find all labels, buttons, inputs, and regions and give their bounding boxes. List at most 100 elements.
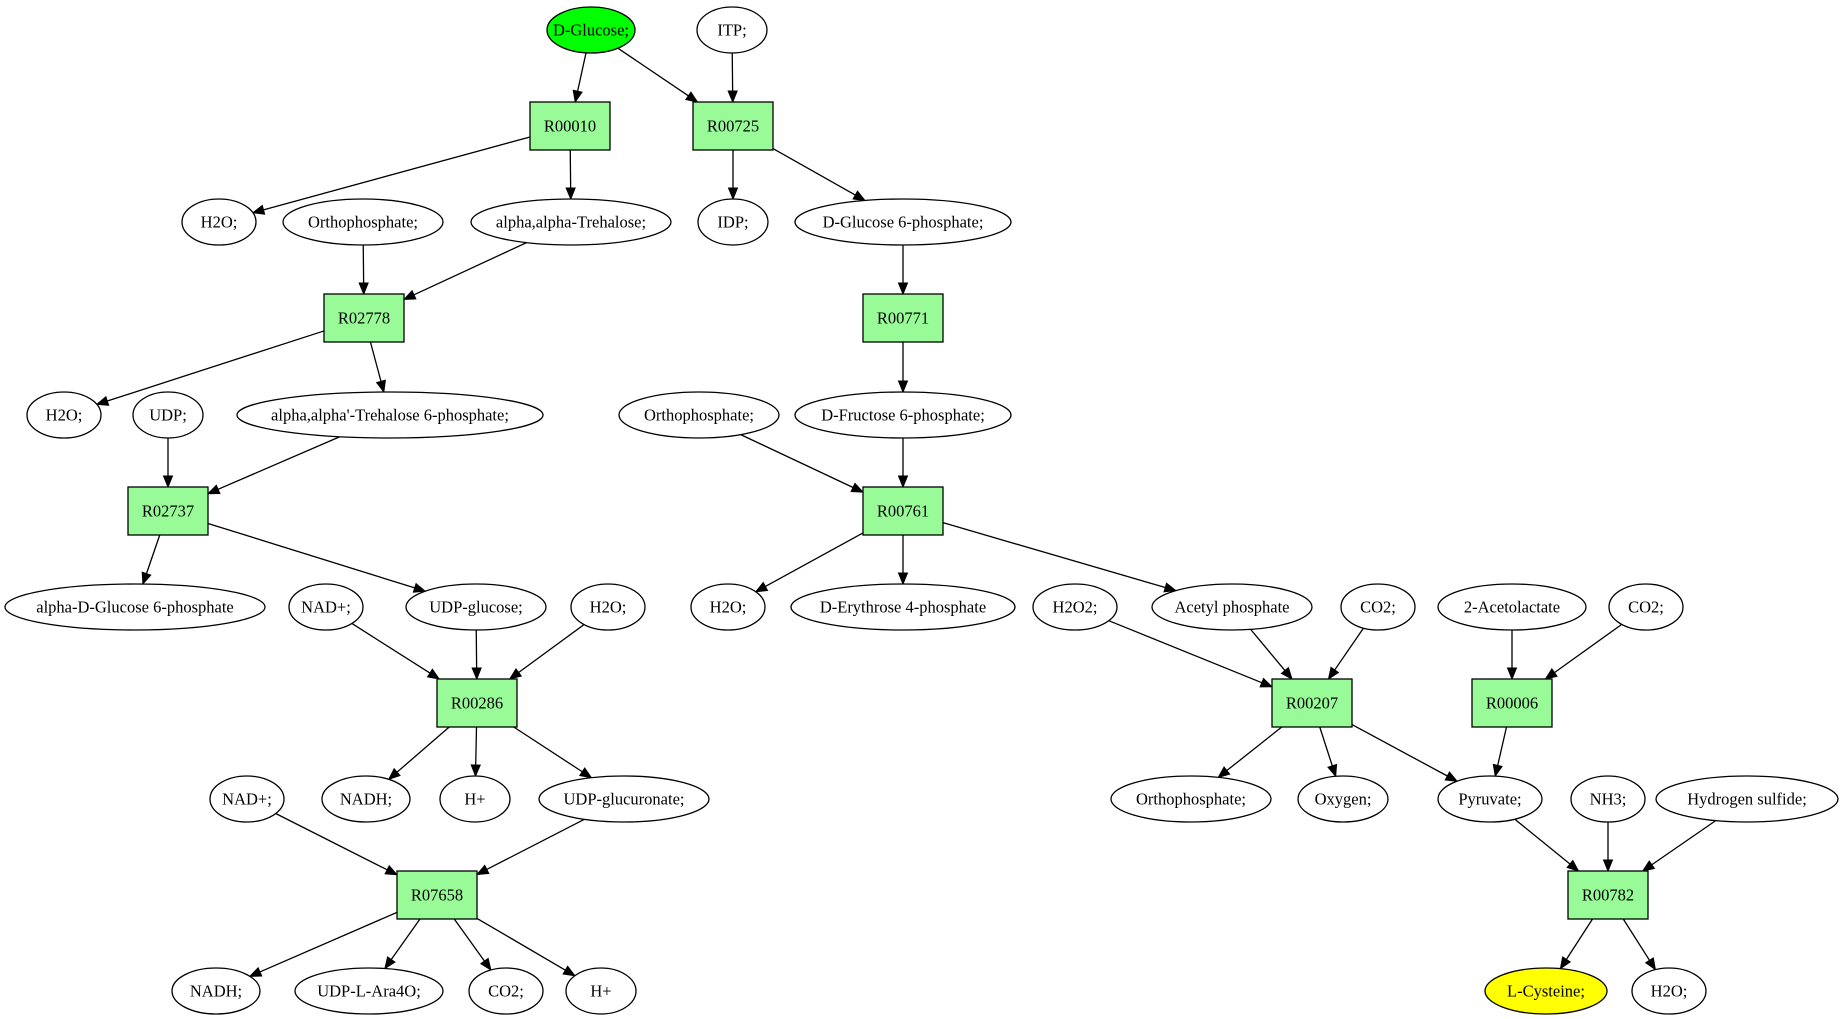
compound-node-itp[interactable]: ITP; <box>696 6 768 54</box>
arrowhead <box>375 379 386 394</box>
compound-node-nad[interactable]: NAD+; <box>209 775 285 823</box>
edge-c_dglucose-to-r_R00725 <box>617 47 699 103</box>
compound-node-oxygen[interactable]: Oxygen; <box>1297 775 1389 823</box>
edge-c_nad_1-to-r_R00286 <box>351 622 441 680</box>
edge-r_R07658-to-c_hplus_2 <box>476 917 577 977</box>
arrowhead <box>402 289 417 301</box>
compound-node-orthophosphate[interactable]: Orthophosphate; <box>618 391 780 439</box>
compound-node-h2o2[interactable]: H2O2; <box>1032 583 1118 631</box>
compound-node-hydrogen-sulfide[interactable]: Hydrogen sulfide; <box>1655 775 1839 823</box>
node-label: CO2; <box>1628 598 1664 617</box>
edge-r_R00010-to-c_trehalose <box>565 149 576 201</box>
compound-node-nadh[interactable]: NADH; <box>321 775 411 823</box>
compound-ellipse <box>288 583 364 631</box>
reaction-node-r00782[interactable]: R00782 <box>1567 870 1649 920</box>
edge-r_R00782-to-c_cysteine <box>1559 918 1594 970</box>
edge-line <box>1319 726 1333 767</box>
compound-node-h2o[interactable]: H2O; <box>26 391 102 439</box>
node-label: Acetyl phosphate <box>1174 598 1289 617</box>
compound-node-udp-l-ara4o[interactable]: UDP-L-Ara4O; <box>294 967 444 1015</box>
compound-node-pyruvate[interactable]: Pyruvate; <box>1437 775 1543 823</box>
reaction-node-r02737[interactable]: R02737 <box>127 486 209 536</box>
edge-r_R00207-to-c_orthophosphate_3 <box>1217 726 1283 779</box>
reaction-node-r00010[interactable]: R00010 <box>529 101 611 151</box>
compound-node-idp[interactable]: IDP; <box>697 198 769 246</box>
node-label: NH3; <box>1590 790 1627 809</box>
node-label: CO2; <box>1360 598 1396 617</box>
edge-line <box>453 918 486 962</box>
node-label: D-Glucose; <box>553 21 629 40</box>
node-label: H2O; <box>710 598 747 617</box>
arrowhead <box>897 572 909 586</box>
compound-node-co2[interactable]: CO2; <box>1340 583 1416 631</box>
compound-node-udp-glucuronate[interactable]: UDP-glucuronate; <box>538 775 710 823</box>
compound-node-d-glucose-6-phosphate[interactable]: D-Glucose 6-phosphate; <box>794 198 1012 246</box>
compound-node-orthophosphate[interactable]: Orthophosphate; <box>1110 775 1272 823</box>
compound-node-h2o[interactable]: H2O; <box>570 583 646 631</box>
compound-node-alpha-alpha-trehalose[interactable]: alpha,alpha-Trehalose; <box>470 198 672 246</box>
compound-node-h2o[interactable]: H2O; <box>181 198 257 246</box>
node-label: UDP-glucose; <box>429 598 523 617</box>
compound-node-alpha-alpha-trehalose-6-phosphate[interactable]: alpha,alpha'-Trehalose 6-phosphate; <box>236 391 544 439</box>
node-label: R02778 <box>338 309 390 328</box>
edge-line <box>1554 623 1623 674</box>
reaction-node-r00725[interactable]: R00725 <box>692 101 774 151</box>
edge-line <box>475 726 478 766</box>
compound-node-nh3[interactable]: NH3; <box>1570 775 1646 823</box>
node-label: Orthophosphate; <box>644 406 754 425</box>
compound-node-udp[interactable]: UDP; <box>132 391 204 439</box>
compound-ellipse <box>794 391 1012 439</box>
edge-c_co2_2-to-r_R00006 <box>1544 623 1623 680</box>
compound-node-l-cysteine[interactable]: L-Cysteine; <box>1484 967 1608 1015</box>
compound-ellipse <box>321 775 411 823</box>
compound-node-co2[interactable]: CO2; <box>1608 583 1684 631</box>
compound-node-nadh[interactable]: NADH; <box>171 967 261 1015</box>
reaction-node-r02778[interactable]: R02778 <box>323 293 405 343</box>
compound-node-d-glucose[interactable]: D-Glucose; <box>546 6 636 54</box>
compound-node-nad[interactable]: NAD+; <box>288 583 364 631</box>
compound-node-orthophosphate[interactable]: Orthophosphate; <box>282 198 444 246</box>
edge-line <box>263 136 531 211</box>
arrowhead <box>850 482 865 493</box>
compound-node-alpha-d-glucose-6-phosphate[interactable]: alpha-D-Glucose 6-phosphate <box>4 583 266 631</box>
compound-ellipse <box>236 391 544 439</box>
edge-c_acetolactate-to-r_R00006 <box>1506 630 1518 681</box>
edges-layer <box>95 47 1717 977</box>
node-label: Pyruvate; <box>1458 790 1521 809</box>
compound-node-2-acetolactate[interactable]: 2-Acetolactate <box>1437 583 1587 631</box>
arrowhead <box>1566 859 1580 872</box>
edge-line <box>765 532 864 588</box>
arrowhead <box>1492 763 1503 778</box>
edge-line <box>369 341 382 382</box>
reaction-node-r07658[interactable]: R07658 <box>396 870 478 920</box>
edge-line <box>1351 724 1448 777</box>
compound-node-h2o[interactable]: H2O; <box>1631 967 1707 1015</box>
compound-ellipse <box>565 967 637 1015</box>
compound-node-h[interactable]: H+ <box>565 967 637 1015</box>
arrowhead <box>727 90 738 104</box>
compound-node-co2[interactable]: CO2; <box>468 967 544 1015</box>
edge-r_R00006-to-c_pyruvate <box>1492 726 1508 778</box>
reaction-node-r00006[interactable]: R00006 <box>1471 678 1553 728</box>
arrowhead <box>475 864 490 876</box>
compound-node-d-fructose-6-phosphate[interactable]: D-Fructose 6-phosphate; <box>794 391 1012 439</box>
compound-node-h[interactable]: H+ <box>439 775 511 823</box>
node-label: H+ <box>464 790 485 809</box>
reaction-node-r00761[interactable]: R00761 <box>862 486 944 536</box>
node-label: NAD+; <box>222 790 272 809</box>
reaction-node-r00207[interactable]: R00207 <box>1271 678 1353 728</box>
edge-line <box>740 434 854 489</box>
compound-node-acetyl-phosphate[interactable]: Acetyl phosphate <box>1151 583 1313 631</box>
edge-r_R00725-to-c_g6p <box>772 148 867 202</box>
compound-node-h2o[interactable]: H2O; <box>690 583 766 631</box>
node-label: R07658 <box>411 886 463 905</box>
compound-node-udp-glucose[interactable]: UDP-glucose; <box>405 583 547 631</box>
reaction-node-r00771[interactable]: R00771 <box>862 293 944 343</box>
arrowhead <box>358 282 369 296</box>
reaction-box <box>396 870 478 920</box>
reaction-node-r00286[interactable]: R00286 <box>436 678 518 728</box>
edge-r_R07658-to-c_co2_3 <box>453 918 492 972</box>
compound-ellipse <box>4 583 266 631</box>
compound-node-d-erythrose-4-phosphate[interactable]: D-Erythrose 4-phosphate <box>790 583 1016 631</box>
arrowhead <box>1602 859 1614 873</box>
